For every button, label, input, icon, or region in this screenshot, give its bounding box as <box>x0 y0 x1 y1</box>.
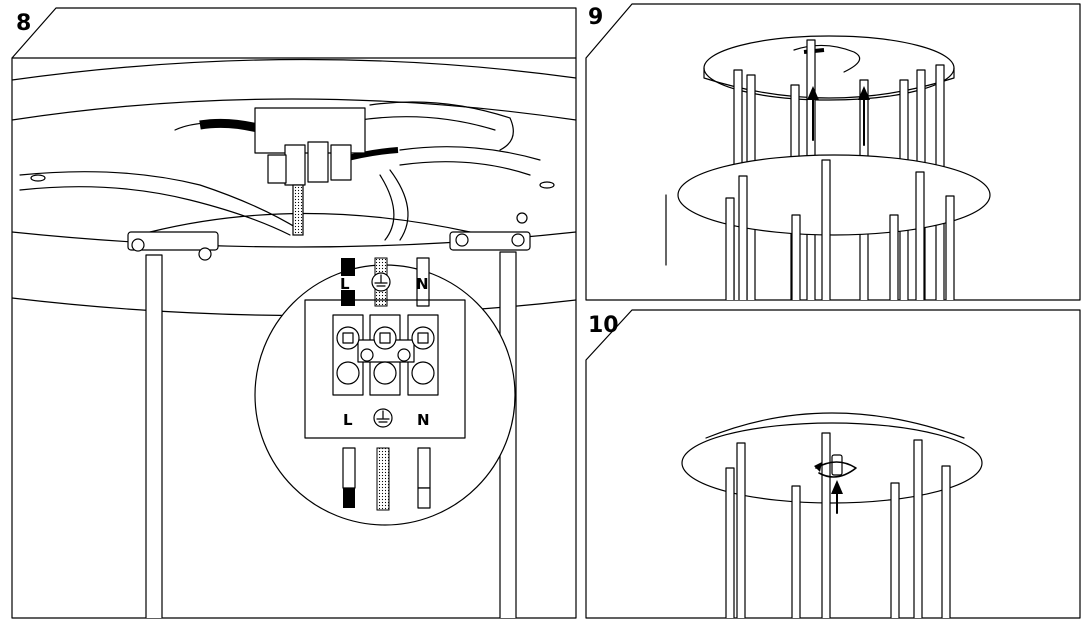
arrow-up-icon <box>858 86 870 146</box>
rotate-arrow-icon <box>814 461 857 478</box>
step-number: 8 <box>16 11 31 36</box>
terminal-label-neutral-top: N <box>416 275 429 293</box>
step-10-illustration: 10 <box>585 309 1081 619</box>
step-9-illustration: 9 <box>585 3 1081 301</box>
terminal-label-live-top: L <box>340 275 350 293</box>
step-10-panel: 10 <box>584 308 1083 622</box>
terminal-block-detail: L N L N <box>304 257 466 511</box>
step-8-illustration: 8 <box>11 7 577 619</box>
step-number: 10 <box>588 313 619 338</box>
earth-ground-icon <box>371 272 391 292</box>
earth-ground-icon <box>373 408 393 428</box>
terminal-label-neutral-bottom: N <box>417 411 430 429</box>
terminal-label-live-bottom: L <box>343 411 353 429</box>
arrow-up-icon <box>807 86 819 141</box>
arrow-up-icon <box>831 480 843 514</box>
step-number: 9 <box>588 5 603 30</box>
step-8-panel: 8 <box>11 7 577 619</box>
step-9-panel: 9 <box>584 0 1083 304</box>
